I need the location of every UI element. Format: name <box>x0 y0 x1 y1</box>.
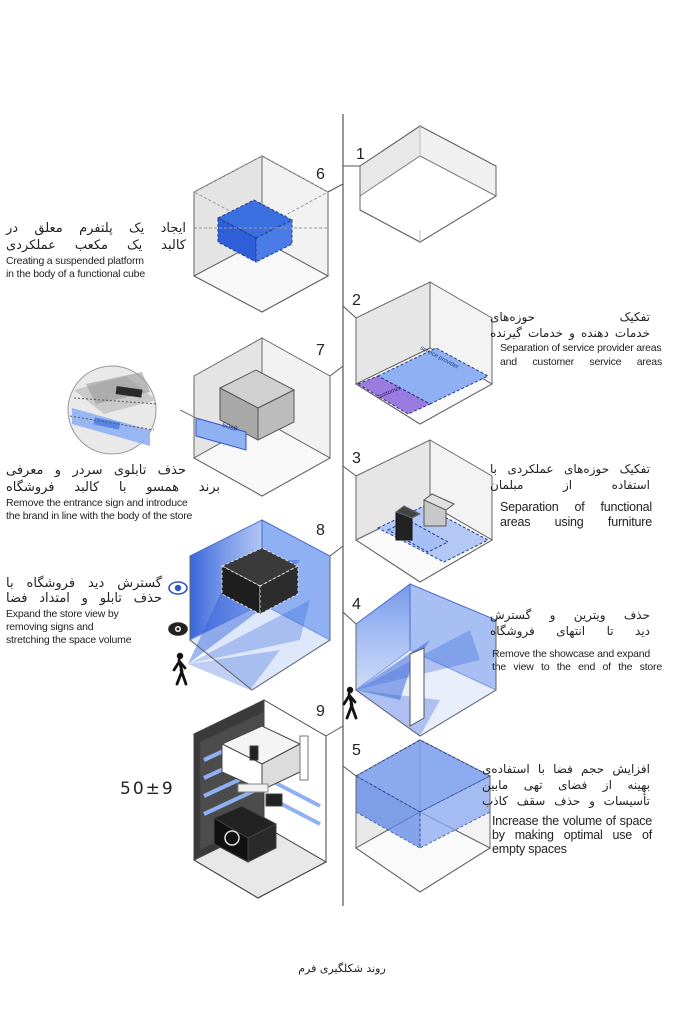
step2-en-line1: Separation of service provider areas <box>500 342 662 354</box>
step-number-3: 3 <box>352 450 361 467</box>
step-number-6: 6 <box>316 166 325 183</box>
sign-detail-magnifier <box>67 365 159 455</box>
step6-box <box>192 155 330 313</box>
step8-fa-line2: حذف تابلو و امتداد فضا <box>6 591 162 606</box>
walking-person-icon <box>342 686 358 720</box>
step4-fa-line1: حذف ویترین و گسترش <box>490 608 650 622</box>
step2-fa-line1: تفکیک حوزه‌های <box>490 310 650 324</box>
figure-caption: روند شکلگیری فرم <box>298 962 386 975</box>
step6-fa-line2: کالبد یک مکعب عملکردی <box>6 238 186 253</box>
step7-en-line2: the brand in line with the body of the s… <box>6 510 193 522</box>
step8-box <box>188 519 331 691</box>
step6-en-line2: in the body of a functional cube <box>6 268 145 280</box>
eye-open-icon <box>168 581 188 595</box>
step2-box <box>354 281 494 425</box>
step1-box <box>359 125 498 243</box>
step5-en-line3: empty spaces <box>492 842 567 856</box>
step5-fa-line1: افزایش حجم فضا با استفاده‌ی <box>482 762 650 776</box>
step5-box <box>354 739 492 893</box>
step8-en-line2: removing signs and <box>6 621 94 633</box>
step8-fa-line1: گسترش دید فروشگاه با <box>6 576 162 591</box>
step5-en-line2: by making optimal use of <box>492 828 652 842</box>
step3-en-line2: areas using furniture <box>500 515 652 529</box>
step7-fa-line2: برند همسو با کالبد فروشگاه <box>6 480 220 495</box>
step4-en-line2: the view to the end of the store <box>492 661 662 673</box>
customer-area <box>356 375 432 415</box>
step4-box <box>355 583 498 737</box>
step-number-5: 5 <box>352 742 361 759</box>
brand-logo-text: 50±9 <box>120 779 175 799</box>
step-number-7: 7 <box>316 342 325 359</box>
step3-fa-line1: تفکیک حوزه‌های عملکردی با <box>490 462 650 476</box>
step5-fa-line3: تأسیسات و حذف سقف کاذب <box>482 794 650 808</box>
step3-en-line1: Separation of functional <box>500 500 652 514</box>
step6-en-line1: Creating a suspended platform <box>6 255 144 267</box>
step9-box <box>192 699 328 899</box>
step-number-4: 4 <box>352 596 361 613</box>
step3-fa-line2: استفاده از مبلمان <box>490 478 650 492</box>
walking-person-icon <box>172 652 188 686</box>
step-number-2: 2 <box>352 292 361 309</box>
step8-en-line3: stretching the space volume <box>6 634 132 646</box>
step4-fa-line2: دید تا انتهای فروشگاه <box>490 624 650 638</box>
step3-box <box>354 439 493 583</box>
step-number-1: 1 <box>356 146 365 163</box>
step2-fa-line2: خدمات دهنده و خدمات گیرنده <box>490 326 650 340</box>
step5-fa-line2: بهینه از فضای تهی مابین <box>482 778 650 792</box>
step5-en-line1: Increase the volume of space <box>492 814 652 828</box>
step4-en-line1: Remove the showcase and expand <box>492 648 651 660</box>
step6-fa-line1: ایجاد یک پلتفرم معلق در <box>6 221 186 236</box>
step8-en-line1: Expand the store view by <box>6 608 119 620</box>
step2-en-line2: and customer service areas <box>500 356 662 368</box>
step-number-8: 8 <box>316 522 325 539</box>
eye-closed-icon <box>168 622 188 636</box>
step7-fa-line1: حذف تابلوی سردر و معرفی <box>6 463 186 478</box>
step-number-9: 9 <box>316 703 325 720</box>
step7-en-line1: Remove the entrance sign and introduce <box>6 497 188 509</box>
step7-box <box>179 337 332 497</box>
